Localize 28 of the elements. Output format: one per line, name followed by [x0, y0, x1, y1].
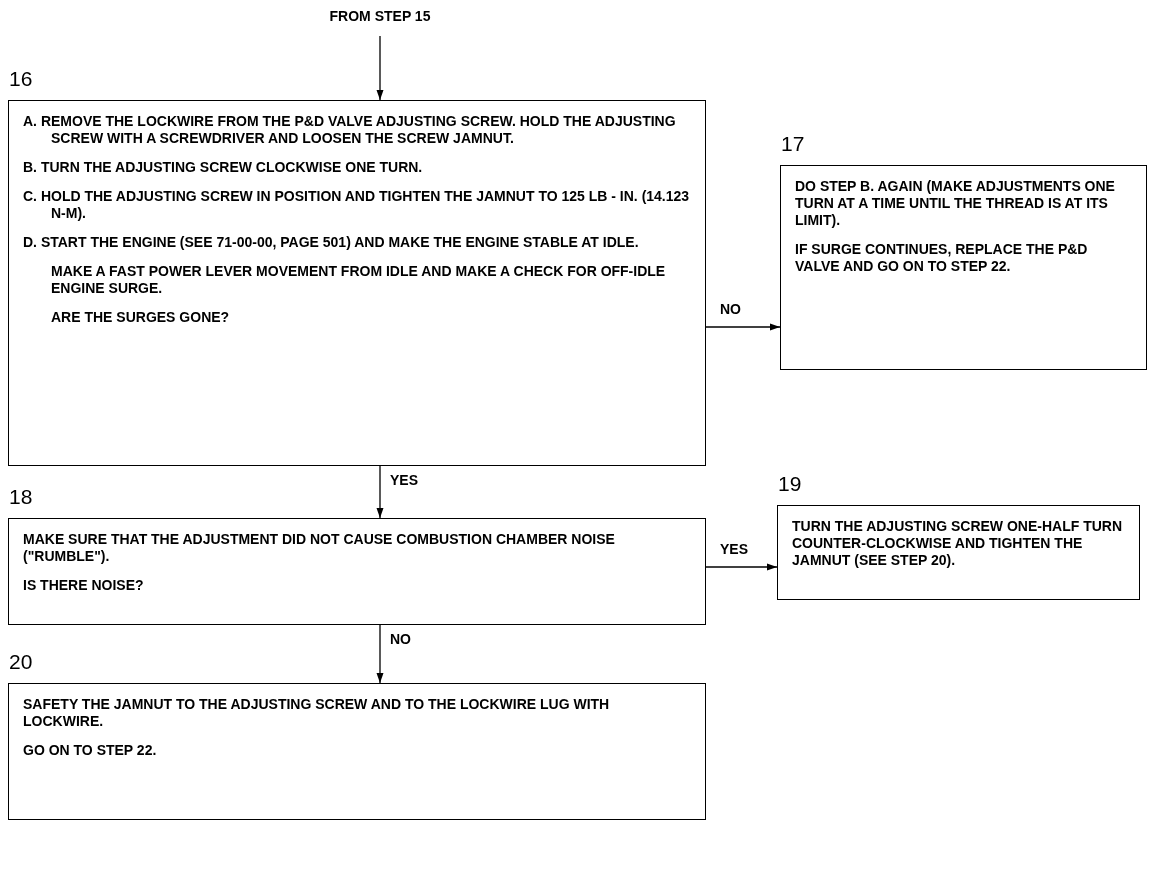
edge-label: YES [390, 472, 418, 488]
step-instruction: MAKE A FAST POWER LEVER MOVEMENT FROM IDLE AND MAKE A CHECK FOR OFF-IDLE ENGINE SURGE. [50, 263, 667, 297]
arrow [705, 323, 781, 331]
step-instruction: ARE THE SURGES GONE? [50, 309, 231, 326]
arrow [376, 465, 384, 519]
step-instruction: D. START THE ENGINE (SEE 71-00-00, PAGE 501) AND MAKE THE ENGINE STABLE AT IDLE. [23, 234, 640, 251]
arrow [705, 563, 778, 571]
step-number: 20 [9, 650, 33, 674]
step-instruction: GO ON TO STEP 22. [23, 742, 158, 759]
step-number: 19 [778, 472, 802, 496]
edge-label: NO [720, 301, 741, 317]
step-number: 16 [9, 67, 33, 91]
step-instruction: MAKE SURE THAT THE ADJUSTMENT DID NOT CAUSE COMBUSTION CHAMBER NOISE ("RUMBLE"). [23, 531, 616, 565]
edge-label: NO [390, 631, 411, 647]
step-instruction: C. HOLD THE ADJUSTING SCREW IN POSITION AND TIGHTEN THE JAMNUT TO 125 LB - IN. (14.123 N-M). [23, 188, 691, 222]
edge-label: YES [720, 541, 748, 557]
step-number: 17 [781, 132, 805, 156]
arrow [376, 624, 384, 684]
step-number: 18 [9, 485, 33, 509]
arrow [376, 35, 384, 101]
step-instruction: A. REMOVE THE LOCKWIRE FROM THE P&D VALVE ADJUSTING SCREW. HOLD THE ADJUSTING SCREW WITH A SCREWDRIVER AND LOOSEN THE SCREW JAMNUT. [23, 113, 677, 147]
step-instruction: SAFETY THE JAMNUT TO THE ADJUSTING SCREW AND TO THE LOCKWIRE LUG WITH LOCKWIRE. [23, 696, 611, 730]
step-instruction: DO STEP B. AGAIN (MAKE ADJUSTMENTS ONE TURN AT A TIME UNTIL THE THREAD IS AT ITS LIMIT). [795, 178, 1116, 229]
step-instruction: IF SURGE CONTINUES, REPLACE THE P&D VALVE AND GO ON TO STEP 22. [795, 241, 1089, 275]
step-instruction: TURN THE ADJUSTING SCREW ONE-HALF TURN COUNTER-CLOCKWISE AND TIGHTEN THE JAMNUT (SEE STEP 20). [792, 518, 1124, 569]
step-instruction: B. TURN THE ADJUSTING SCREW CLOCKWISE ONE TURN. [23, 159, 424, 176]
flow-start-text: FROM STEP 15 [328, 8, 432, 24]
step-instruction: IS THERE NOISE? [23, 577, 145, 594]
